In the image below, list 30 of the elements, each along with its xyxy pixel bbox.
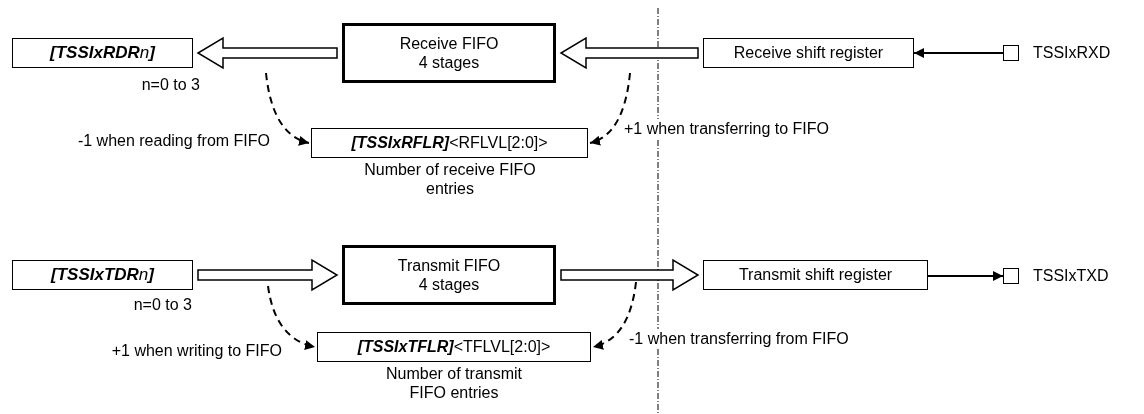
pin-square: [1003, 45, 1019, 61]
block-arrow: [196, 36, 338, 70]
dashed-arrow: [589, 72, 631, 145]
pin-label: TSSIxTXD: [1033, 266, 1110, 286]
register-box: [TSSIxTDRn]: [12, 260, 193, 290]
register-box: Receive shift register: [703, 38, 914, 68]
arrow: [927, 271, 1004, 281]
dashed-arrow: [265, 72, 310, 145]
pin-label: TSSIxRXD: [1033, 43, 1112, 63]
dashed-arrow: [592, 281, 637, 350]
note-text: Number of receive FIFO entries: [363, 160, 537, 199]
edge-label: +1 when writing to FIFO: [111, 341, 282, 361]
block-arrow: [559, 36, 699, 70]
edge-label: +1 when transferring to FIFO: [624, 119, 829, 139]
register-box: Transmit shift register: [703, 260, 928, 290]
register-box: [TSSIxRFLR]<RFLVL[2:0]>: [311, 128, 588, 158]
block-arrow: [197, 258, 339, 292]
arrow: [913, 48, 1004, 58]
note-text: Number of transmit FIFO entries: [384, 364, 523, 403]
register-box: Receive FIFO 4 stages: [342, 23, 556, 83]
note-text: n=0 to 3: [140, 75, 200, 95]
edge-label: -1 when transferring from FIFO: [629, 329, 849, 349]
edge-label: -1 when reading from FIFO: [77, 131, 270, 151]
register-box: [TSSIxTFLR]<TFLVL[2:0]>: [317, 332, 591, 362]
pin-square: [1003, 268, 1019, 284]
note-text: n=0 to 3: [132, 295, 192, 315]
block-arrow: [560, 258, 700, 292]
register-box: Transmit FIFO 4 stages: [342, 245, 556, 305]
register-box: [TSSIxRDRn]: [12, 38, 193, 68]
dashed-arrow: [267, 285, 316, 350]
